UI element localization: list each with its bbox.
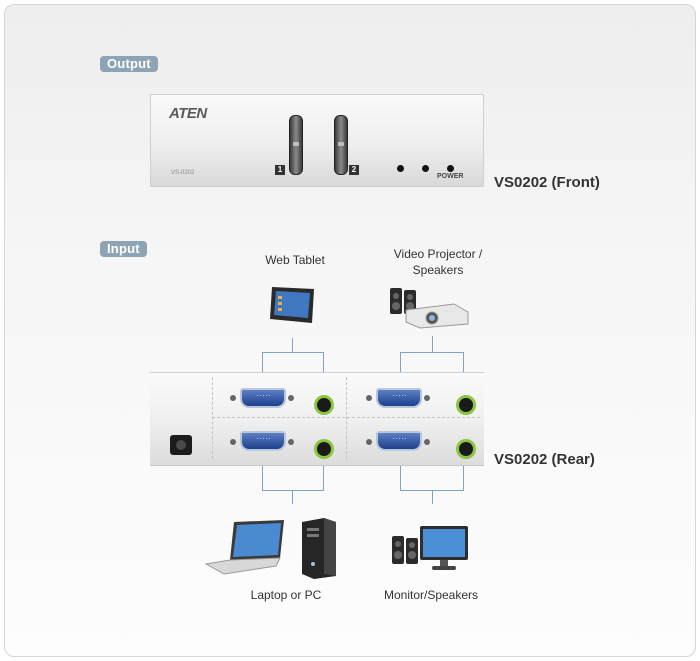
screw — [424, 439, 430, 445]
front-model-small: VS-0202 — [171, 170, 195, 176]
projector-label-line1: Video Projector / — [393, 247, 483, 261]
rear-divider-2 — [346, 377, 347, 459]
wire-pc-stem — [292, 490, 293, 504]
front-panel: ATEN VS-0202 1 2 POWER — [150, 94, 484, 187]
wire-monitor-left — [400, 466, 401, 490]
aten-logo: ATEN — [169, 105, 207, 122]
wire-projector-left — [400, 352, 401, 372]
output-tag: Output — [100, 56, 158, 72]
rear-divider-h — [212, 417, 480, 418]
wire-monitor-stem — [432, 490, 433, 504]
wire-pc-right — [323, 466, 324, 490]
web-tablet-label: Web Tablet — [265, 253, 325, 267]
rear-divider-1 — [212, 377, 213, 459]
vga-port-output-2[interactable] — [376, 388, 422, 408]
speaker-icon — [392, 536, 418, 564]
screw — [288, 395, 294, 401]
laptop-pc-label: Laptop or PC — [250, 588, 322, 602]
audio-port-output-1[interactable] — [314, 395, 334, 415]
projector-label-line2: Speakers — [412, 263, 464, 277]
monitor-speakers-label: Monitor/Speakers — [383, 588, 479, 602]
rear-model-label: VS0202 (Rear) — [494, 451, 595, 468]
laptop-icon — [204, 520, 284, 575]
wire-pc-bridge — [262, 490, 324, 491]
led-2 — [422, 165, 429, 172]
tablet-icon — [270, 287, 314, 323]
wire-monitor-right — [463, 466, 464, 490]
port-1-number: 1 — [275, 165, 285, 175]
power-label: POWER — [437, 173, 464, 180]
wire-tablet-right — [323, 352, 324, 372]
audio-port-input-2[interactable] — [456, 439, 476, 459]
wire-projector-right — [463, 352, 464, 372]
screw — [230, 395, 236, 401]
vga-port-output-1[interactable] — [240, 388, 286, 408]
wire-tablet-stem — [292, 338, 293, 352]
wire-projector-bridge — [400, 352, 464, 353]
rear-panel — [150, 372, 484, 466]
audio-port-output-2[interactable] — [456, 395, 476, 415]
monitor-icon — [420, 526, 468, 570]
screw — [366, 395, 372, 401]
screw — [230, 439, 236, 445]
port-2-number: 2 — [349, 165, 359, 175]
screw — [424, 395, 430, 401]
screw — [366, 439, 372, 445]
port-1-switch[interactable] — [289, 115, 303, 175]
input-tag: Input — [100, 241, 147, 257]
port-2-switch[interactable] — [334, 115, 348, 175]
vga-port-input-1[interactable] — [240, 431, 286, 451]
wire-pc-left — [262, 466, 263, 490]
wire-tablet-left — [262, 352, 263, 372]
audio-port-input-1[interactable] — [314, 439, 334, 459]
pc-tower-icon — [302, 518, 336, 579]
speaker-icon — [390, 288, 416, 314]
screw — [288, 439, 294, 445]
wire-tablet-bridge — [262, 352, 324, 353]
wire-projector-stem — [432, 336, 433, 352]
vga-port-input-2[interactable] — [376, 431, 422, 451]
power-led — [447, 165, 454, 172]
dc-power-jack[interactable] — [170, 435, 192, 455]
projector-label: Video Projector / Speakers — [383, 246, 493, 278]
projector-icon — [405, 303, 469, 329]
led-1 — [397, 165, 404, 172]
front-model-label: VS0202 (Front) — [494, 174, 600, 191]
